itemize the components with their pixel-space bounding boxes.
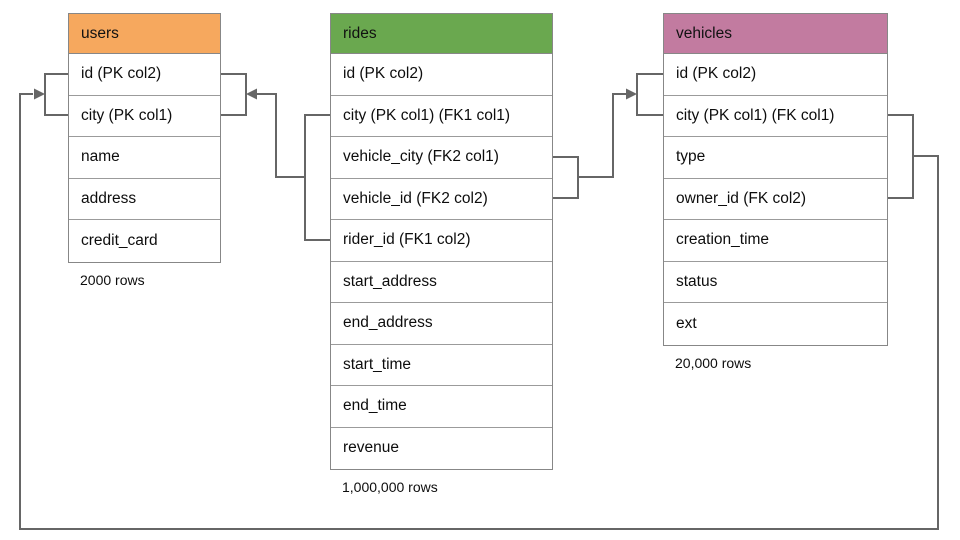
fk-arrowhead-to-users [34, 88, 45, 100]
column-users-credit_card: credit_card [69, 220, 220, 262]
fk2-bracket-vehicles-left [636, 73, 663, 116]
column-users-name: name [69, 137, 220, 179]
table-users-header: users [69, 14, 220, 54]
column-rides-city: city (PK col1) (FK1 col1) [331, 95, 552, 137]
table-rides-header: rides [331, 14, 552, 54]
column-rides-start_address: start_address [331, 261, 552, 303]
table-vehicles-header: vehicles [664, 14, 887, 54]
table-rides: rides id (PK col2)city (PK col1) (FK1 co… [330, 13, 553, 495]
table-vehicles-rowcount: 20,000 rows [675, 354, 752, 371]
fk1-bracket-users-right [221, 73, 247, 116]
column-rides-id: id (PK col2) [331, 54, 552, 96]
column-vehicles-creation_time: creation_time [664, 220, 887, 262]
column-users-address: address [69, 178, 220, 220]
fk1-line-to-users [252, 93, 305, 178]
column-vehicles-owner_id: owner_id (FK col2) [664, 178, 887, 220]
column-vehicles-ext: ext [664, 303, 887, 345]
fk2-line-to-vehicles [578, 93, 631, 178]
column-rides-end_address: end_address [331, 303, 552, 345]
fk2-bracket-rides-right [553, 156, 579, 199]
fk-bracket-vehicles-right [888, 114, 914, 199]
fk2-arrowhead-to-vehicles [626, 88, 637, 100]
fk1-arrowhead-to-users [246, 88, 257, 100]
column-rides-vehicle_id: vehicle_id (FK2 col2) [331, 178, 552, 220]
table-vehicles: vehicles id (PK col2)city (PK col1) (FK … [663, 13, 888, 371]
column-vehicles-id: id (PK col2) [664, 54, 887, 96]
column-rides-vehicle_city: vehicle_city (FK2 col1) [331, 137, 552, 179]
column-rides-rider_id: rider_id (FK1 col2) [331, 220, 552, 262]
column-vehicles-status: status [664, 261, 887, 303]
table-rides-rowcount: 1,000,000 rows [342, 479, 438, 495]
column-rides-end_time: end_time [331, 386, 552, 428]
column-users-city: city (PK col1) [69, 95, 220, 137]
table-users-rowcount: 2000 rows [80, 271, 145, 288]
fk1-bracket-rides-left [304, 114, 330, 241]
column-vehicles-type: type [664, 137, 887, 179]
column-users-id: id (PK col2) [69, 54, 220, 96]
fk-bracket-users-left [44, 73, 68, 116]
column-rides-start_time: start_time [331, 344, 552, 386]
column-rides-revenue: revenue [331, 427, 552, 469]
table-rides-columns: id (PK col2)city (PK col1) (FK1 col1)veh… [331, 54, 552, 469]
table-vehicles-columns: id (PK col2)city (PK col1) (FK col1)type… [664, 54, 887, 345]
column-vehicles-city: city (PK col1) (FK col1) [664, 95, 887, 137]
